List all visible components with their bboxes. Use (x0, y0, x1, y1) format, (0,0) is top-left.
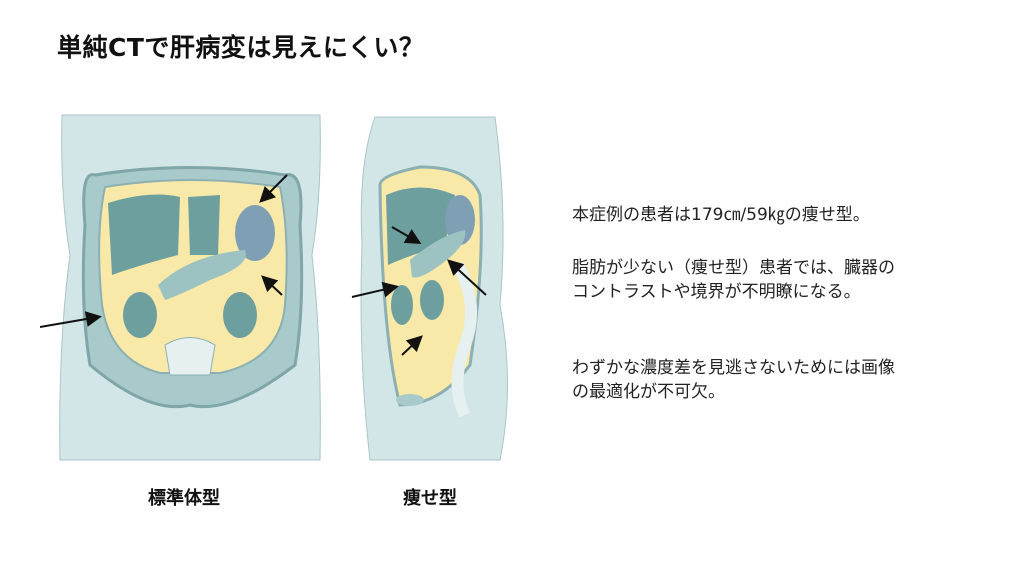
text-line: わずかな濃度差を見逃さないためには画像 (572, 358, 895, 378)
text-line: 脂肪が少ない（痩せ型）患者では、臓器の (572, 258, 895, 278)
text-line: 本症例の患者は179㎝/59㎏の痩せ型。 (572, 205, 870, 225)
slide-title: 単純CTで肝病変は見えにくい？ (57, 33, 425, 62)
paragraph-optimization: わずかな濃度差を見逃さないためには画像 の最適化が不可欠。 (572, 356, 895, 404)
label-standard-body: 標準体型 (148, 488, 220, 509)
thin-body-figure (351, 116, 508, 461)
text-line: コントラストや境界が不明瞭になる。 (572, 282, 861, 302)
paragraph-patient: 本症例の患者は179㎝/59㎏の痩せ型。 (572, 203, 870, 227)
text-line: の最適化が不可欠。 (572, 382, 725, 402)
label-thin-body: 痩せ型 (403, 488, 457, 509)
standard-body-figure (40, 114, 321, 461)
paragraph-thin-contrast: 脂肪が少ない（痩せ型）患者では、臓器の コントラストや境界が不明瞭になる。 (572, 256, 895, 304)
body-type-illustration (40, 114, 508, 461)
